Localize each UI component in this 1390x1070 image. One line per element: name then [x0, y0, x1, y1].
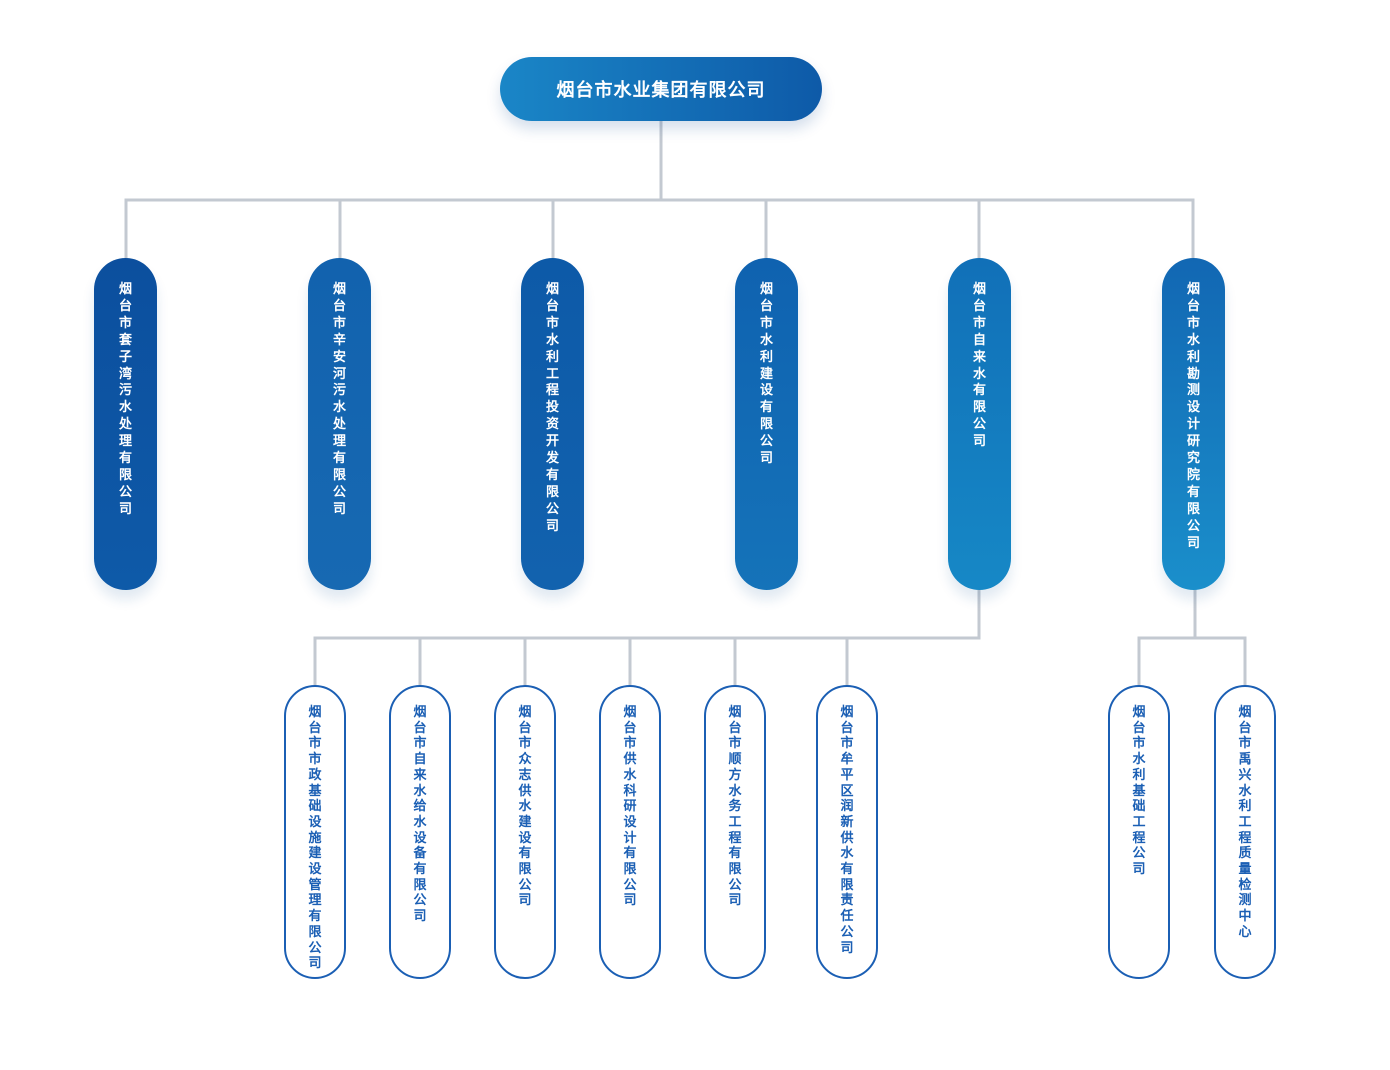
level1-node-label: 烟台市自来水有限公司	[972, 282, 986, 450]
level2-node-label: 烟台市供水科研设计有限公司	[623, 705, 637, 909]
level2-node-label: 烟台市水利基础工程公司	[1132, 705, 1146, 878]
level2-node-label: 烟台市自来水给水设备有限公司	[413, 705, 427, 925]
level2-node-label: 烟台市禹兴水利工程质量检测中心	[1238, 705, 1252, 940]
level2-node-label: 烟台市顺方水务工程有限公司	[728, 705, 742, 909]
level2-node-label: 烟台市众志供水建设有限公司	[518, 705, 532, 909]
level1-node-label: 烟台市水利工程投资开发有限公司	[545, 282, 559, 534]
level1-node-shuili-touzi: 烟台市水利工程投资开发有限公司	[521, 258, 584, 590]
level2-node-zhongzhi: 烟台市众志供水建设有限公司	[494, 685, 556, 979]
level2-node-geishui-shebei: 烟台市自来水给水设备有限公司	[389, 685, 451, 979]
level1-node-label: 烟台市水利勘测设计研究院有限公司	[1186, 282, 1200, 551]
level1-node-xinanhe: 烟台市辛安河污水处理有限公司	[308, 258, 371, 590]
root-company-label: 烟台市水业集团有限公司	[556, 80, 766, 101]
root-company-node: 烟台市水业集团有限公司	[500, 57, 822, 121]
level1-node-zilaishui: 烟台市自来水有限公司	[948, 258, 1011, 590]
level2-node-runxin: 烟台市牟平区润新供水有限责任公司	[816, 685, 878, 979]
level2-node-shunfang: 烟台市顺方水务工程有限公司	[704, 685, 766, 979]
level1-node-kance-sheji: 烟台市水利勘测设计研究院有限公司	[1162, 258, 1225, 590]
level1-node-taoziwan: 烟台市套子湾污水处理有限公司	[94, 258, 157, 590]
level1-node-shuili-jianshe: 烟台市水利建设有限公司	[735, 258, 798, 590]
level1-node-label: 烟台市套子湾污水处理有限公司	[118, 282, 132, 517]
level2-node-gongshui-keyan: 烟台市供水科研设计有限公司	[599, 685, 661, 979]
level2-node-shizheng: 烟台市市政基础设施建设管理有限公司	[284, 685, 346, 979]
level2-node-yuxing-jiance: 烟台市禹兴水利工程质量检测中心	[1214, 685, 1276, 979]
level2-node-label: 烟台市市政基础设施建设管理有限公司	[308, 705, 322, 972]
level1-node-label: 烟台市水利建设有限公司	[759, 282, 773, 467]
level1-node-label: 烟台市辛安河污水处理有限公司	[332, 282, 346, 517]
level2-node-shuili-jichu: 烟台市水利基础工程公司	[1108, 685, 1170, 979]
level2-node-label: 烟台市牟平区润新供水有限责任公司	[840, 705, 854, 956]
